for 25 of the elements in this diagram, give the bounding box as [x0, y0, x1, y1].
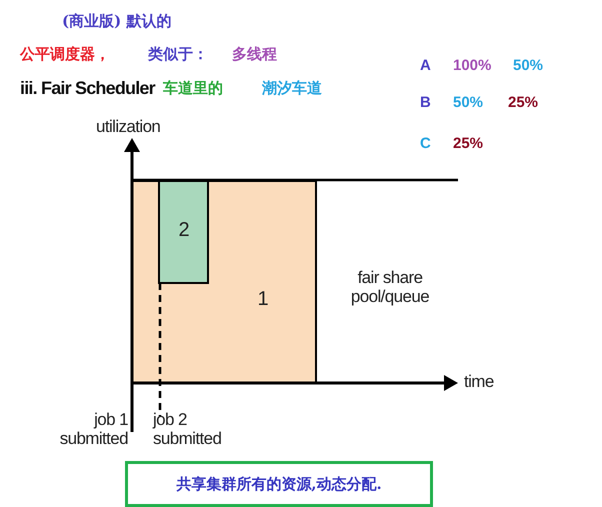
text-label: 100% [453, 58, 492, 74]
text-label: 25% [508, 95, 538, 112]
note-box: 共享集群所有的资源,动态分配. [125, 461, 433, 507]
text-label: (商业版) 默认的 [62, 13, 172, 30]
text-label: A [420, 58, 431, 74]
job-area [158, 180, 209, 284]
text-label: 50% [453, 95, 484, 112]
job-area [132, 180, 317, 384]
text-label: 潮汐车道 [262, 80, 322, 96]
job-number: 2 [178, 220, 190, 240]
text-label: 车道里的 [163, 80, 223, 96]
text-label: C [420, 136, 431, 152]
text-label: job 2 submitted [153, 411, 222, 448]
text-label: 25% [453, 136, 484, 152]
text-label: 公平调度器， [20, 46, 110, 62]
text-label: job 1 submitted [58, 411, 128, 448]
text-label: utilization [96, 118, 160, 137]
text-label: B [420, 95, 431, 112]
text-label: time [464, 373, 494, 392]
job-number: 1 [257, 289, 269, 309]
text-label: fair share pool/queue [350, 269, 430, 306]
text-label: 类似于： [148, 46, 208, 62]
text-label: iii. Fair Scheduler [20, 79, 155, 99]
text-label: 多线程 [232, 46, 277, 62]
text-label: 50% [513, 58, 544, 74]
